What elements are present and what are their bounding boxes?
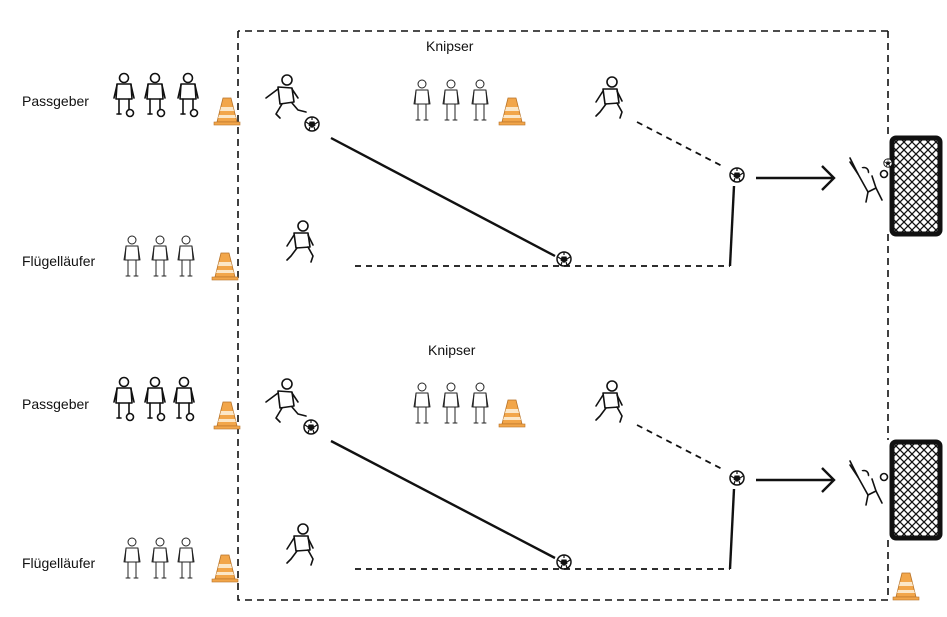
run-line-striker bbox=[636, 424, 723, 470]
cone-icon bbox=[213, 97, 241, 126]
player-icon bbox=[177, 235, 195, 277]
kicking-player-icon bbox=[265, 378, 307, 423]
player-icon bbox=[123, 235, 141, 277]
goalkeeper-icon bbox=[849, 460, 889, 506]
player-with-ball-icon bbox=[173, 376, 195, 422]
ball-icon bbox=[729, 167, 745, 183]
drill-group-2: Passgeber Flügelläufer Knipser bbox=[22, 342, 940, 583]
running-player-icon bbox=[286, 523, 314, 566]
cross-line bbox=[728, 488, 736, 570]
drill-group-1: Passgeber Flügelläufer Knipser bbox=[22, 38, 940, 281]
pass-line-diagonal bbox=[330, 136, 556, 258]
cone-icon bbox=[498, 97, 526, 126]
player-icon bbox=[177, 537, 195, 579]
cone-icon bbox=[213, 401, 241, 430]
player-with-ball-icon bbox=[144, 376, 166, 422]
group1-passer-label: Passgeber bbox=[22, 93, 89, 109]
shot-line bbox=[756, 467, 836, 493]
ball-icon bbox=[304, 116, 320, 132]
player-icon bbox=[442, 79, 460, 121]
cone-icon bbox=[498, 399, 526, 428]
player-with-ball-icon bbox=[113, 376, 135, 422]
ball-icon bbox=[729, 470, 745, 486]
running-player-icon bbox=[286, 220, 314, 263]
run-line-striker bbox=[636, 121, 723, 167]
group2-winger-label: Flügelläufer bbox=[22, 555, 95, 571]
cone-icon bbox=[211, 252, 239, 281]
field-boundary bbox=[237, 30, 889, 601]
player-icon bbox=[413, 79, 431, 121]
goalkeeper-icon bbox=[849, 157, 889, 203]
running-player-icon bbox=[595, 380, 623, 423]
ball-icon bbox=[883, 158, 893, 168]
shot-line bbox=[756, 165, 836, 191]
player-with-ball-icon bbox=[144, 72, 166, 118]
player-with-ball-icon bbox=[177, 72, 199, 118]
player-icon bbox=[442, 382, 460, 424]
ball-icon bbox=[556, 554, 572, 570]
group2-passer-label: Passgeber bbox=[22, 396, 89, 412]
player-icon bbox=[123, 537, 141, 579]
group1-winger-label: Flügelläufer bbox=[22, 253, 95, 269]
player-icon bbox=[413, 382, 431, 424]
group2-striker-label: Knipser bbox=[428, 342, 476, 358]
goal-icon bbox=[892, 442, 940, 538]
cross-line bbox=[728, 185, 736, 267]
player-icon bbox=[151, 537, 169, 579]
ball-icon bbox=[303, 419, 319, 435]
player-icon bbox=[471, 382, 489, 424]
goal-icon bbox=[892, 138, 940, 234]
ball-icon bbox=[556, 251, 572, 267]
player-icon bbox=[471, 79, 489, 121]
player-icon bbox=[151, 235, 169, 277]
player-with-ball-icon bbox=[113, 72, 135, 118]
cone-icon bbox=[211, 554, 239, 583]
cone-icon bbox=[892, 572, 920, 601]
kicking-player-icon bbox=[265, 74, 307, 119]
pass-line-diagonal bbox=[330, 439, 556, 560]
group1-striker-label: Knipser bbox=[426, 38, 474, 54]
running-player-icon bbox=[595, 76, 623, 119]
